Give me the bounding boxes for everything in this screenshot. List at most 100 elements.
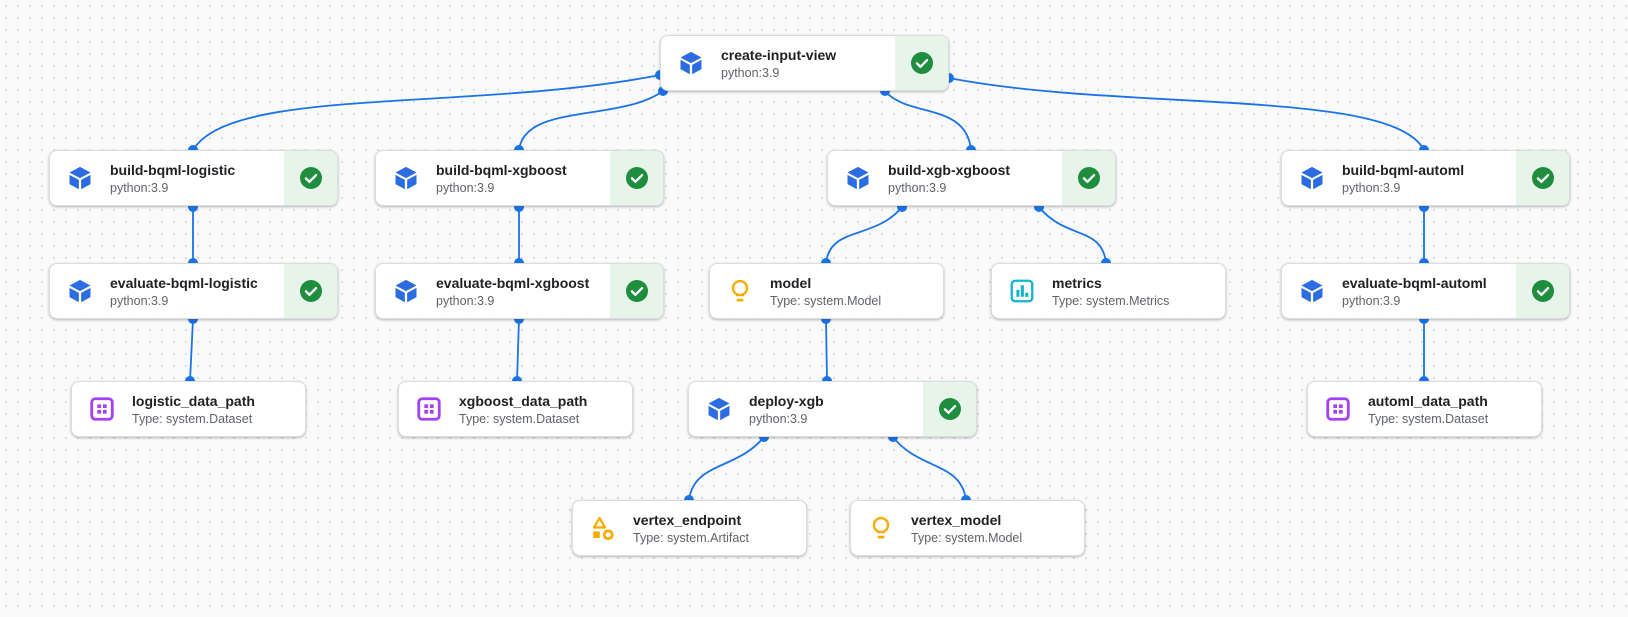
node-title: xgboost_data_path: [459, 392, 588, 409]
status-panel: [923, 382, 976, 436]
pipeline-step-cube-icon: [1298, 277, 1326, 305]
dataset-grid-icon: [88, 395, 116, 423]
pipeline-step-cube-icon: [844, 164, 872, 192]
node-deploy-xgb[interactable]: deploy-xgb python:3.9: [688, 381, 977, 437]
node-subtitle: python:3.9: [110, 293, 169, 308]
pipeline-step-cube-icon: [392, 164, 420, 192]
node-title: logistic_data_path: [132, 392, 255, 409]
node-text: create-input-view python:3.9: [721, 46, 836, 81]
edge-create-input-view-to-build-bqml-xgboost: [518, 90, 664, 151]
status-panel: [1516, 264, 1569, 318]
status-panel: [610, 151, 663, 205]
edge-deploy-xgb-to-vertex_endpoint: [688, 436, 765, 501]
node-subtitle: Type: system.Dataset: [132, 411, 253, 426]
dataset-grid-icon: [1324, 395, 1352, 423]
node-subtitle: python:3.9: [1342, 180, 1401, 195]
node-subtitle: Type: system.Artifact: [633, 530, 750, 545]
edge-create-input-view-to-build-bqml-logistic: [192, 74, 661, 151]
edge-evaluate-bqml-xgboost-to-xgboost_data_path: [516, 318, 520, 382]
model-lightbulb-icon: [867, 514, 895, 542]
node-subtitle: python:3.9: [110, 180, 169, 195]
status-panel: [895, 36, 948, 90]
node-title: build-bqml-xgboost: [436, 161, 567, 178]
pipeline-step-cube-icon: [705, 395, 733, 423]
node-create-input-view[interactable]: create-input-view python:3.9: [660, 35, 949, 91]
artifact-shapes-icon: [589, 514, 617, 542]
node-title: automl_data_path: [1368, 392, 1488, 409]
edge-evaluate-bqml-logistic-to-logistic_data_path: [189, 318, 194, 382]
edge-create-input-view-to-build-xgb-xgboost: [884, 90, 972, 151]
pipeline-step-cube-icon: [66, 164, 94, 192]
node-subtitle: python:3.9: [436, 293, 495, 308]
node-subtitle: python:3.9: [1342, 293, 1401, 308]
node-text: build-bqml-logistic python:3.9: [110, 161, 235, 196]
status-panel: [284, 151, 337, 205]
node-evaluate-bqml-automl[interactable]: evaluate-bqml-automl python:3.9: [1281, 263, 1570, 319]
node-title: deploy-xgb: [749, 392, 824, 409]
success-check-icon: [938, 397, 962, 421]
node-title: vertex_endpoint: [633, 511, 742, 528]
success-check-icon: [910, 51, 934, 75]
node-title: build-bqml-logistic: [110, 161, 236, 178]
node-evaluate-bqml-xgboost[interactable]: evaluate-bqml-xgboost python:3.9: [375, 263, 664, 319]
node-title: create-input-view: [721, 46, 837, 63]
status-panel: [1062, 151, 1115, 205]
edge-build-xgb-xgboost-to-model: [825, 206, 903, 264]
pipeline-step-cube-icon: [392, 277, 420, 305]
node-subtitle: Type: system.Metrics: [1052, 293, 1170, 308]
dataset-grid-icon: [415, 395, 443, 423]
edge-build-xgb-xgboost-to-metrics: [1038, 206, 1107, 264]
node-title: evaluate-bqml-xgboost: [436, 274, 590, 291]
node-text: evaluate-bqml-xgboost python:3.9: [436, 274, 589, 309]
node-title: metrics: [1052, 274, 1102, 291]
edge-model-to-deploy-xgb: [825, 318, 828, 382]
node-subtitle: Type: system.Model: [770, 293, 882, 308]
success-check-icon: [1531, 166, 1555, 190]
node-subtitle: python:3.9: [721, 65, 780, 80]
success-check-icon: [1077, 166, 1101, 190]
node-title: build-bqml-automl: [1342, 161, 1465, 178]
node-title: vertex_model: [911, 511, 1002, 528]
node-subtitle: Type: system.Dataset: [1368, 411, 1489, 426]
edge-deploy-xgb-to-vertex_model: [892, 436, 967, 501]
success-check-icon: [299, 279, 323, 303]
node-subtitle: python:3.9: [749, 411, 808, 426]
node-title: evaluate-bqml-logistic: [110, 274, 258, 291]
success-check-icon: [625, 166, 649, 190]
pipeline-step-cube-icon: [677, 49, 705, 77]
success-check-icon: [299, 166, 323, 190]
model-lightbulb-icon: [726, 277, 754, 305]
node-title: evaluate-bqml-automl: [1342, 274, 1487, 291]
node-title: build-xgb-xgboost: [888, 161, 1011, 178]
metrics-chart-icon: [1008, 277, 1036, 305]
node-subtitle: Type: system.Model: [911, 530, 1023, 545]
success-check-icon: [1531, 279, 1555, 303]
node-evaluate-bqml-logistic[interactable]: evaluate-bqml-logistic python:3.9: [49, 263, 338, 319]
node-text: evaluate-bqml-logistic python:3.9: [110, 274, 258, 309]
node-text: evaluate-bqml-automl python:3.9: [1342, 274, 1487, 309]
node-build-bqml-logistic[interactable]: build-bqml-logistic python:3.9: [49, 150, 338, 206]
node-subtitle: Type: system.Dataset: [459, 411, 580, 426]
node-text: build-bqml-automl python:3.9: [1342, 161, 1464, 196]
status-panel: [1516, 151, 1569, 205]
node-text: deploy-xgb python:3.9: [749, 392, 824, 427]
node-build-bqml-automl[interactable]: build-bqml-automl python:3.9: [1281, 150, 1570, 206]
